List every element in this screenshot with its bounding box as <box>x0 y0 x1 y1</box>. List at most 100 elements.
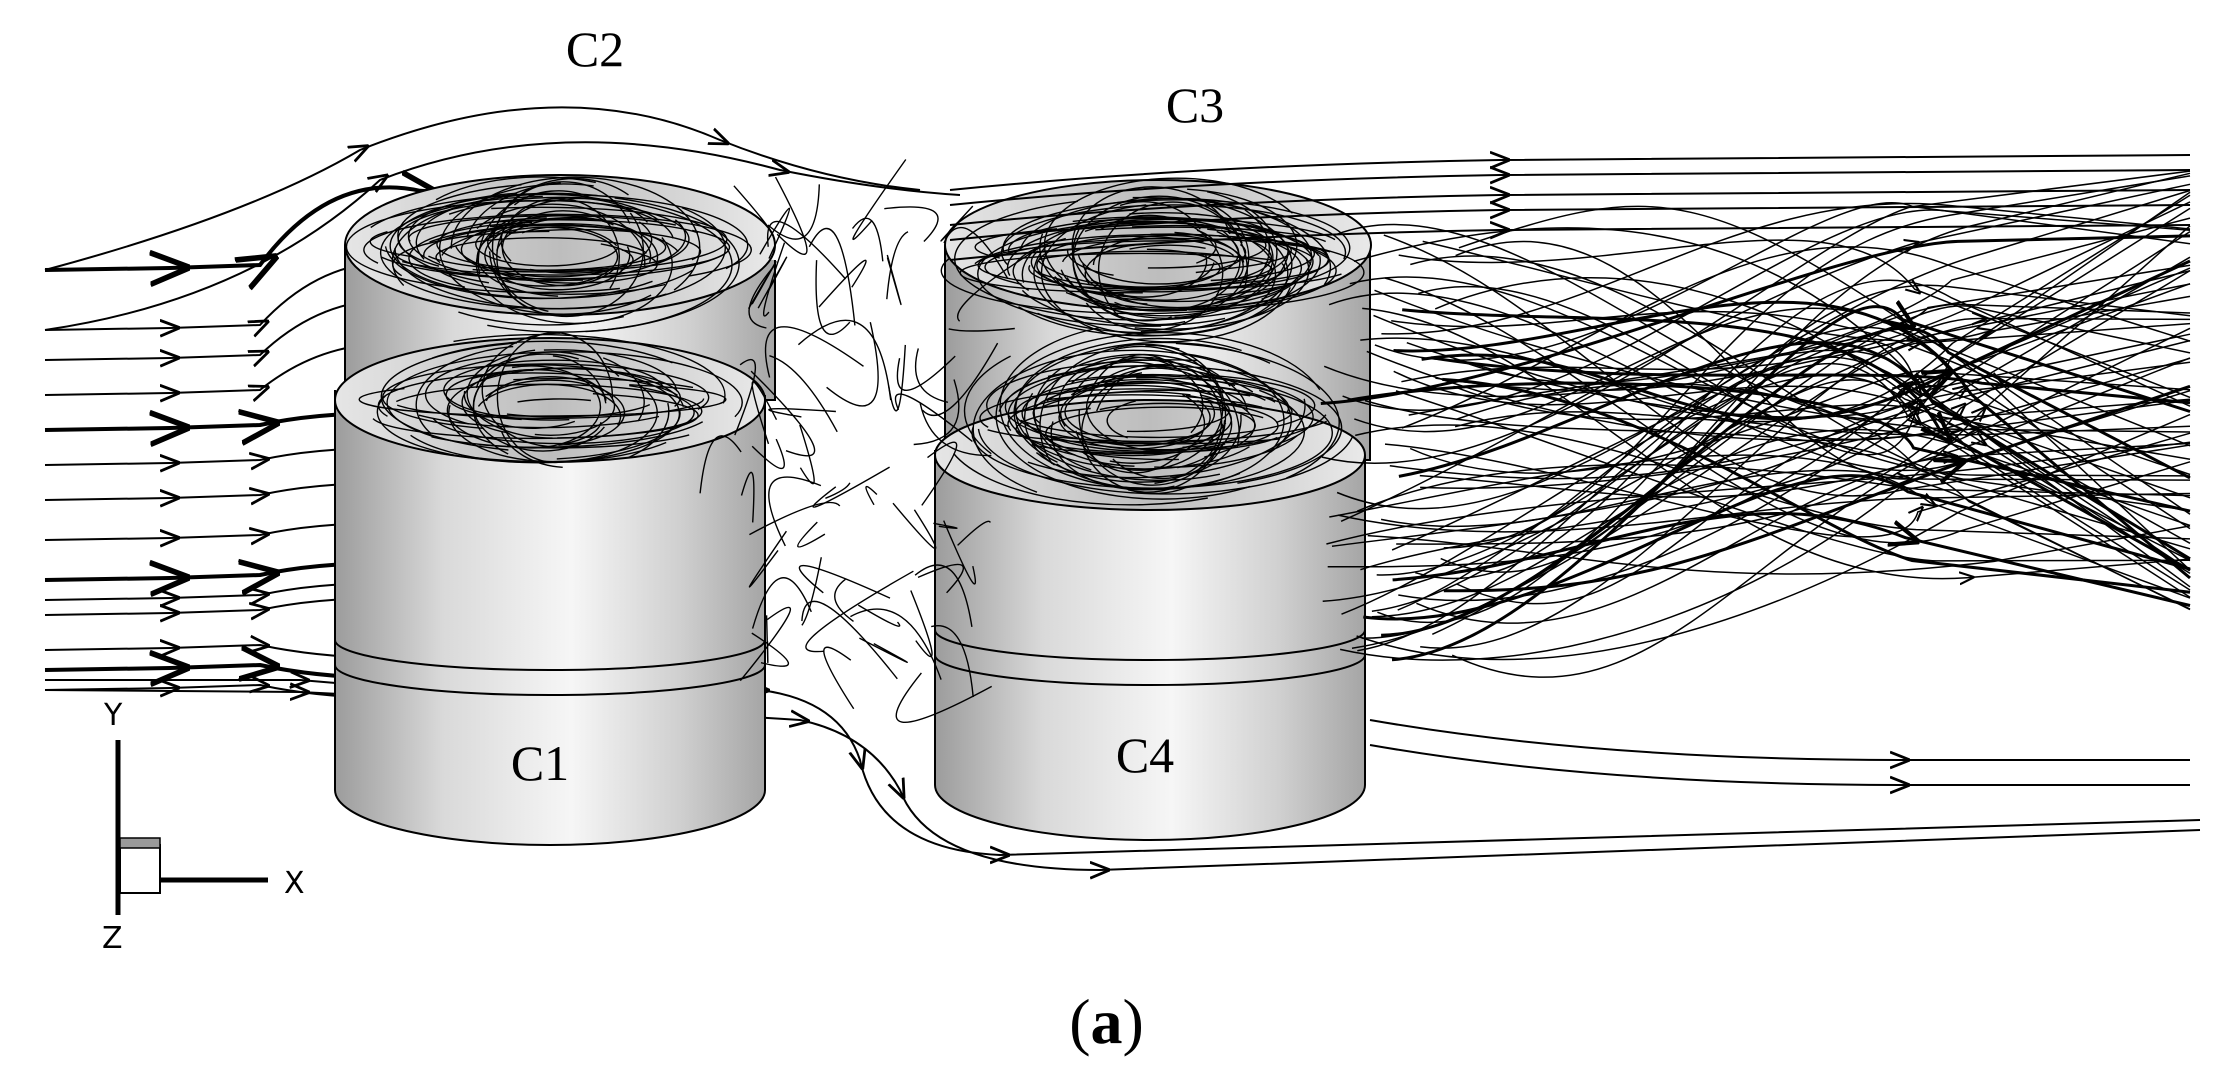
streamline <box>1435 283 2191 392</box>
streamline <box>1383 234 2191 497</box>
streamline <box>769 355 838 433</box>
streamline <box>797 521 826 548</box>
streamline <box>1420 398 2191 489</box>
streamline <box>1021 374 1236 452</box>
streamline <box>391 204 466 286</box>
streamline <box>475 353 579 389</box>
streamline <box>931 625 974 698</box>
streamline <box>1187 374 1314 444</box>
streamline <box>543 349 678 392</box>
streamline <box>384 246 653 300</box>
streamline <box>953 453 1208 506</box>
label-c4: C4 <box>1116 727 1174 783</box>
streamline <box>1099 402 1256 448</box>
streamline <box>974 228 1058 259</box>
streamline <box>44 141 961 331</box>
streamline <box>372 393 699 440</box>
streamline <box>940 205 974 242</box>
streamline <box>472 373 605 452</box>
streamline <box>1126 394 1230 433</box>
streamline <box>921 342 999 416</box>
streamline <box>850 608 942 680</box>
streamline <box>1367 525 2191 575</box>
streamline <box>44 106 921 271</box>
streamline <box>1334 223 2191 421</box>
streamline <box>517 398 591 403</box>
streamline <box>450 176 701 291</box>
streamline <box>1058 222 1267 269</box>
streamline <box>432 385 695 445</box>
streamline <box>1013 341 1271 463</box>
streamline <box>974 233 1365 311</box>
streamline <box>963 355 1011 455</box>
streamline <box>751 577 812 629</box>
streamline <box>768 476 822 547</box>
streamline <box>1398 341 2191 561</box>
streamline <box>750 370 816 457</box>
streamline <box>834 578 854 622</box>
streamline <box>438 183 652 315</box>
streamline <box>1455 240 2191 481</box>
streamline <box>1322 269 2191 603</box>
recirculation-streamlines <box>345 159 1365 724</box>
streamline <box>1321 170 2191 464</box>
streamline <box>1189 209 1270 310</box>
streamline <box>475 234 619 267</box>
streamline <box>431 434 690 449</box>
streamline <box>747 261 777 310</box>
streamline <box>1369 719 2190 760</box>
streamline <box>1002 199 1351 296</box>
label-c2: C2 <box>566 21 624 77</box>
streamline <box>1371 428 2191 618</box>
streamline <box>748 530 787 588</box>
streamline <box>1021 289 1226 326</box>
streamline <box>1362 307 2191 578</box>
streamline <box>484 223 631 291</box>
streamline <box>1422 240 2191 342</box>
streamline <box>751 438 785 470</box>
streamline <box>801 600 898 680</box>
streamline <box>501 210 616 287</box>
streamline <box>1037 212 1289 290</box>
streamline <box>852 159 907 240</box>
streamline <box>418 414 660 429</box>
streamline <box>1456 361 2191 605</box>
streamline <box>1039 250 1273 289</box>
streamline <box>949 190 2191 226</box>
streamline <box>1129 244 1206 250</box>
streamline <box>435 237 647 264</box>
streamline <box>895 672 993 724</box>
streamline <box>1419 357 2191 498</box>
streamline <box>477 383 622 426</box>
axis-label-z: Z <box>102 921 123 956</box>
streamline <box>1064 380 1199 443</box>
streamline <box>415 193 660 260</box>
streamline <box>984 237 1331 285</box>
streamline <box>436 217 566 272</box>
streamline <box>1035 452 1177 483</box>
streamline <box>1356 463 2191 512</box>
axis-triad: Y X Z <box>102 698 305 956</box>
streamline <box>466 349 553 439</box>
streamline <box>943 520 977 585</box>
streamline <box>472 206 728 273</box>
streamline <box>1326 441 2191 545</box>
streamline <box>1340 183 2191 522</box>
streamline <box>435 176 596 201</box>
streamline <box>1078 344 1227 486</box>
streamline <box>896 355 956 392</box>
streamline <box>472 351 620 455</box>
streamline <box>910 590 933 658</box>
streamline <box>740 471 755 523</box>
streamline <box>1033 367 1092 471</box>
streamline <box>506 403 651 418</box>
streamline <box>972 349 1273 493</box>
streamline <box>914 348 949 403</box>
streamline <box>408 214 677 242</box>
streamline <box>765 615 769 664</box>
streamline <box>489 212 644 318</box>
streamline <box>1401 246 2191 429</box>
streamline <box>521 226 618 247</box>
streamline <box>489 223 667 271</box>
streamline <box>460 218 596 281</box>
